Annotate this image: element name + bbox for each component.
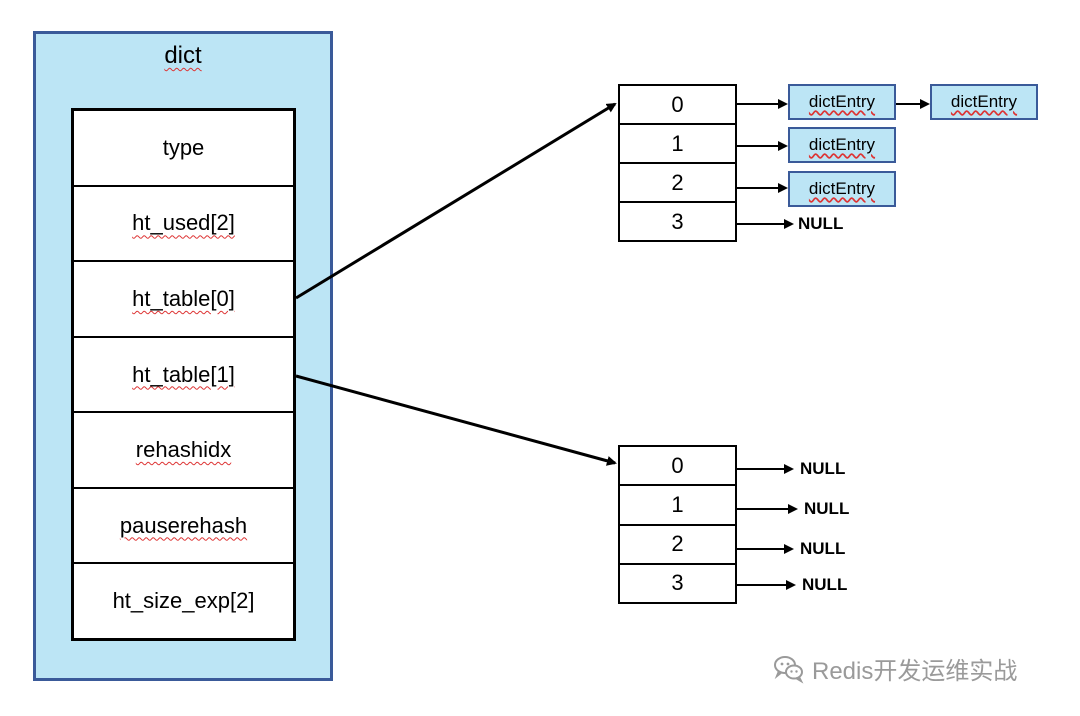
watermark: Redis开发运维实战 <box>772 650 1017 686</box>
ht1-bucket-0: 0 <box>620 447 735 487</box>
hash-table-0: 0 1 2 3 <box>618 84 737 242</box>
field-ht-size-exp: ht_size_exp[2] <box>74 564 293 639</box>
wechat-icon <box>774 656 804 684</box>
field-pauserehash: pauserehash <box>74 488 293 565</box>
ht0-bucket-0: 0 <box>620 86 735 125</box>
dict-field-list: type ht_used[2] ht_table[0] ht_table[1] … <box>71 108 296 641</box>
arrow-ht-table-0-to-table <box>295 102 617 300</box>
ht0-bucket-2: 2 <box>620 164 735 203</box>
arrow-ht-table-1-to-table <box>295 374 617 466</box>
ht1-bucket-2: 2 <box>620 526 735 565</box>
field-ht-table-0: ht_table[0] <box>74 262 293 338</box>
ht0-b3-null-label: NULL <box>798 214 844 233</box>
dict-entry-b0-first: dictEntry <box>788 84 896 120</box>
ht1-b1-null-label: NULL <box>804 499 850 518</box>
dict-entry-b0-second: dictEntry <box>930 84 1038 120</box>
ht1-b2-null-label: NULL <box>800 539 846 558</box>
field-rehashidx: rehashidx <box>74 413 293 489</box>
field-ht-table-1: ht_table[1] <box>74 337 293 414</box>
ht1-b3-null-label: NULL <box>802 575 848 594</box>
ht1-b0-null-label: NULL <box>800 459 846 478</box>
dict-entry-b2: dictEntry <box>788 171 896 207</box>
dict-title: dict <box>164 42 202 69</box>
dict-entry-b1: dictEntry <box>788 127 896 163</box>
watermark-text: Redis开发运维实战 <box>812 657 1018 685</box>
ht1-bucket-1: 1 <box>620 486 735 526</box>
hash-table-1: 0 1 2 3 <box>618 445 737 604</box>
ht0-bucket-1: 1 <box>620 125 735 164</box>
field-ht-used: ht_used[2] <box>74 186 293 263</box>
ht1-bucket-3: 3 <box>671 570 684 596</box>
field-type: type <box>74 111 293 187</box>
ht0-bucket-3: 3 <box>671 208 684 234</box>
